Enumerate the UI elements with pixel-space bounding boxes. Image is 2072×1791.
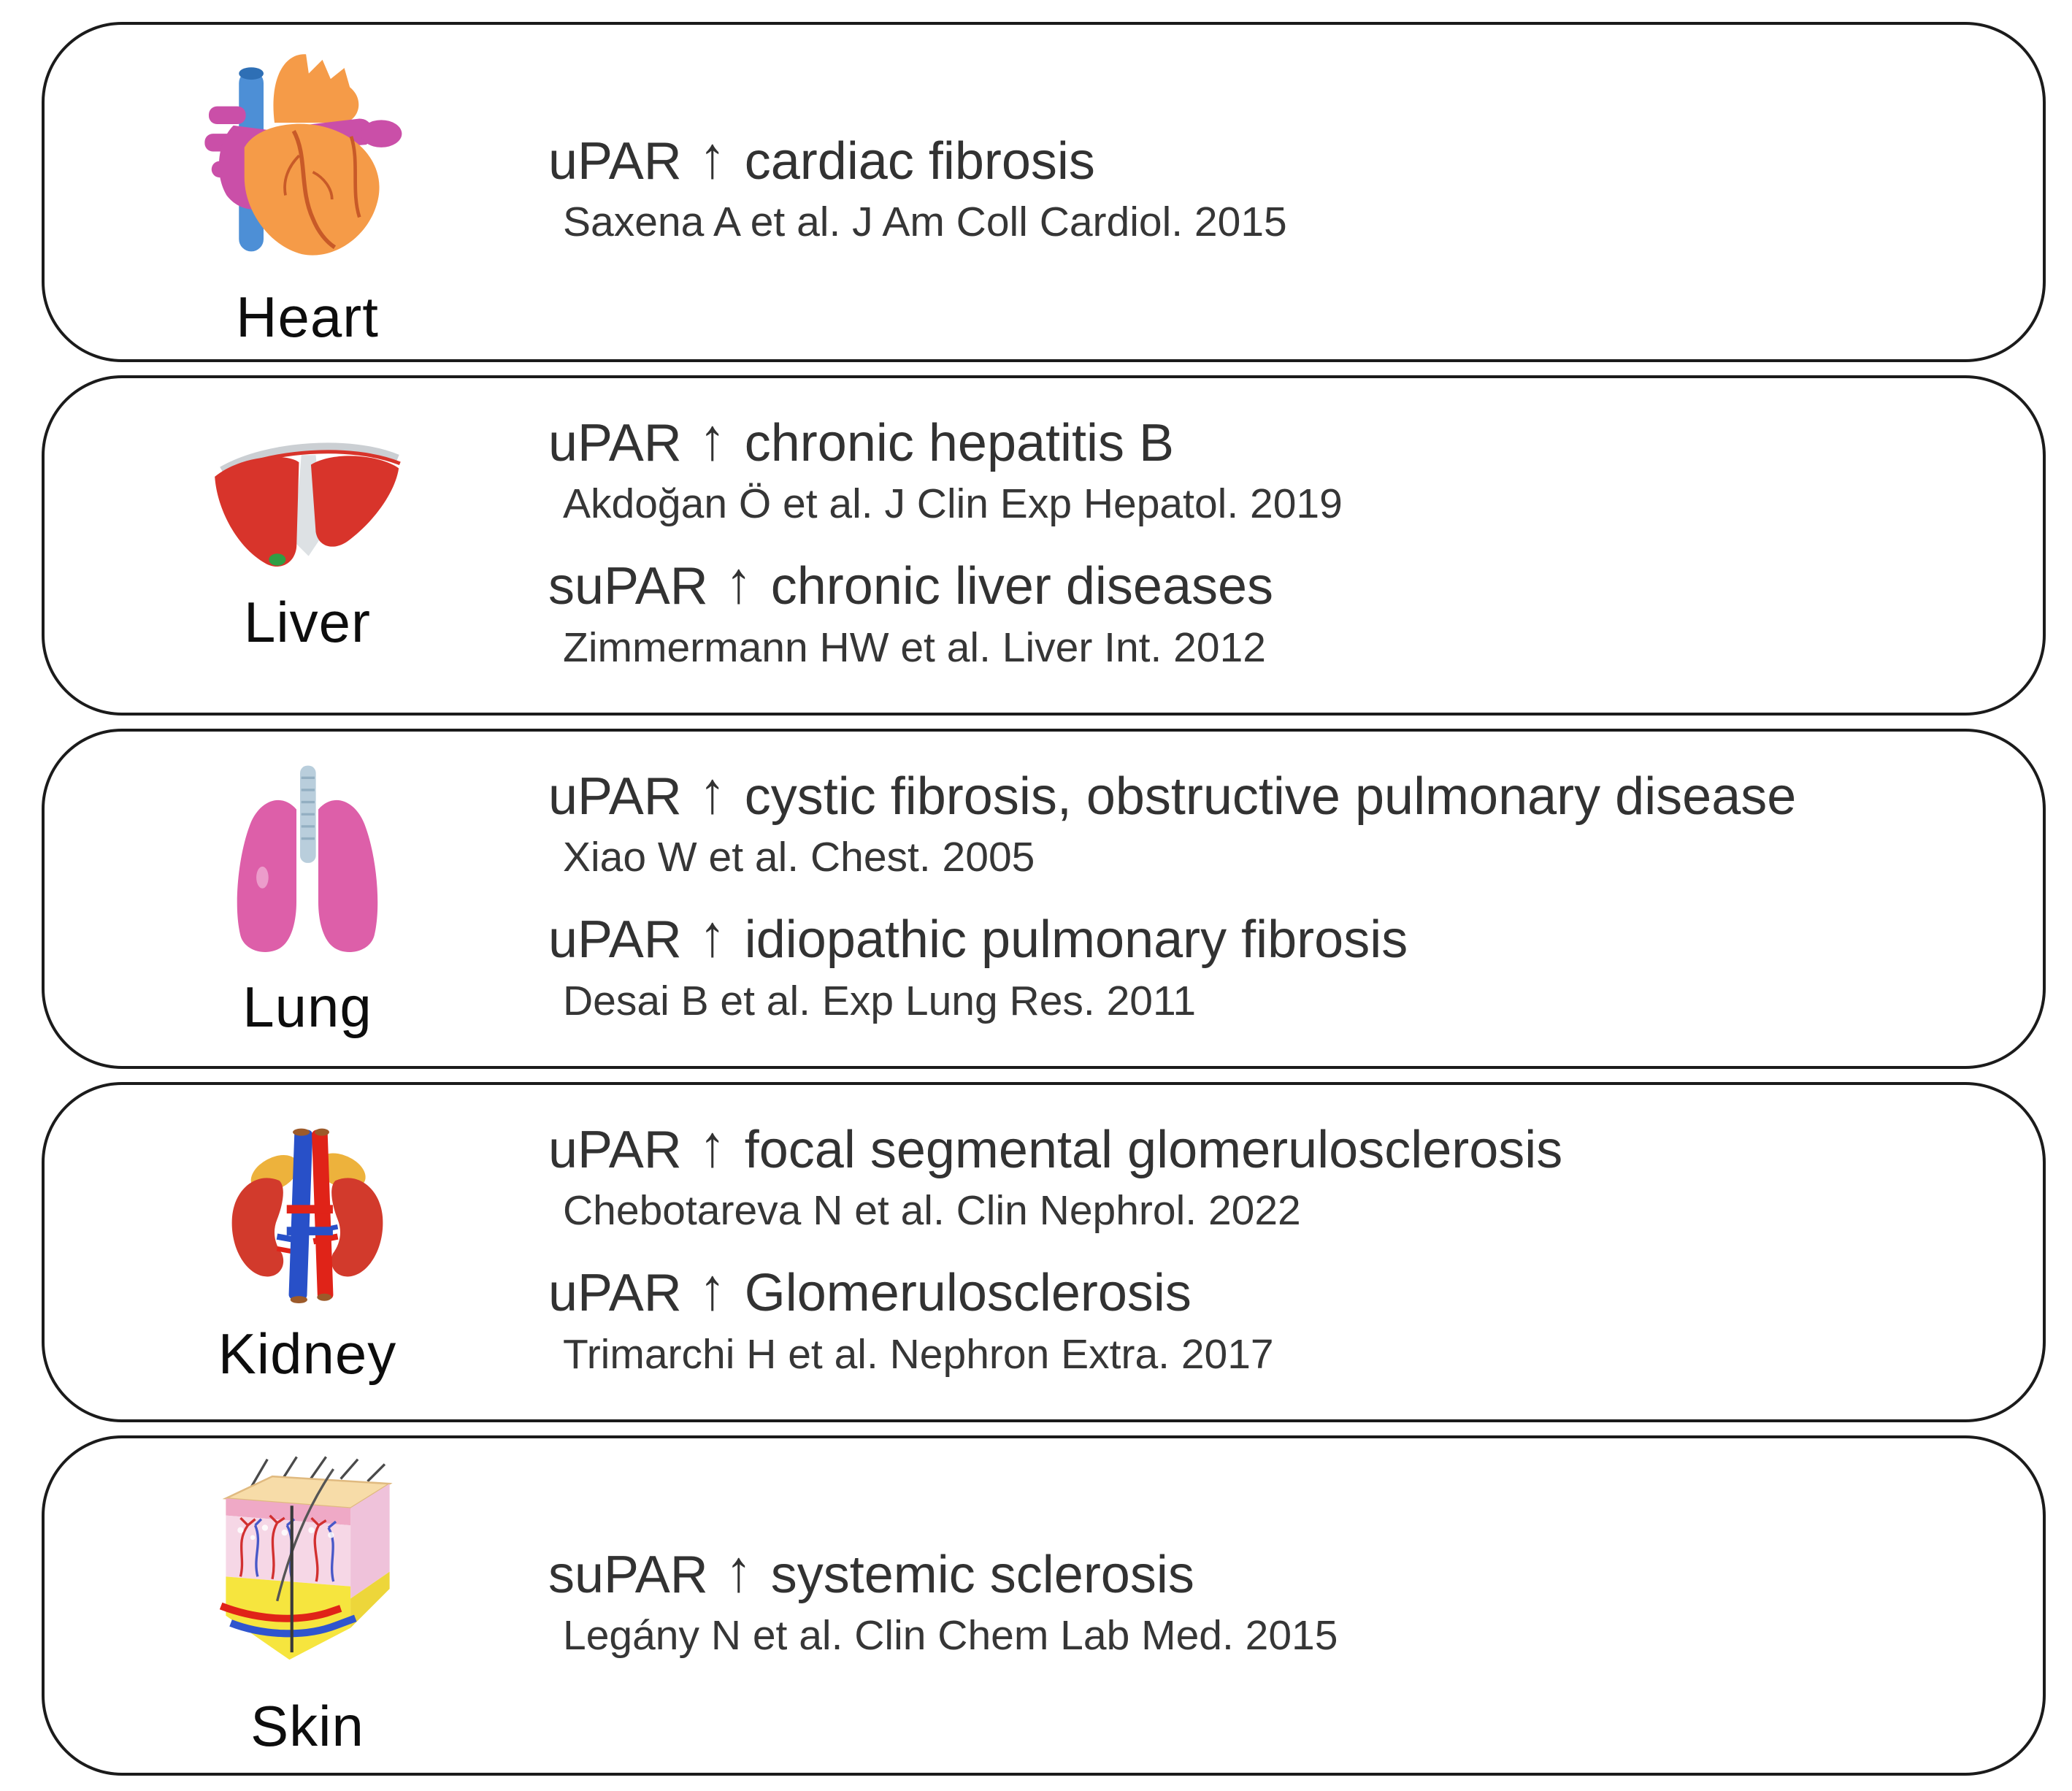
- organ-label-kidney: Kidney: [218, 1322, 397, 1387]
- finding: suPAR ↑ systemic sclerosis Legány N et al.…: [548, 1538, 2021, 1666]
- organ-card-liver: Liver uPAR ↑ chronic hepatitis B Akdoğan Ö…: [42, 375, 2046, 716]
- finding-citation: Saxena A et al. J Am Coll Cardiol. 2015: [563, 199, 1287, 246]
- finding: uPAR↑focal segmental glomerulosclerosis …: [548, 1113, 2021, 1241]
- kidney-text-column: uPAR↑focal segmental glomerulosclerosis …: [548, 1085, 2043, 1419]
- condition-label: cardiac fibrosis: [744, 131, 1095, 191]
- marker-label: suPAR: [548, 1545, 708, 1604]
- organ-label-lung: Lung: [242, 974, 372, 1039]
- finding-title: uPAR ↑ chronic hepatitis B: [548, 407, 2021, 475]
- finding-title: suPAR ↑ chronic liver diseases: [548, 550, 2021, 618]
- condition-label: idiopathic pulmonary fibrosis: [744, 910, 1408, 969]
- marker-label: uPAR: [548, 131, 682, 191]
- up-arrow-icon: ↑: [699, 759, 726, 826]
- organ-card-heart: Heart uPAR ↑ cardiac fibrosis Saxena A et …: [42, 22, 2046, 362]
- condition-label: focal segmental glomerulosclerosis: [744, 1120, 1563, 1179]
- finding-citation: Akdoğan Ö et al. J Clin Exp Hepatol. 201…: [563, 480, 1343, 528]
- heart-icon-wrap: [198, 37, 417, 277]
- finding-citation: Legány N et al. Clin Chem Lab Med. 2015: [563, 1612, 1338, 1660]
- kidney-organ-column: Kidney: [66, 1085, 548, 1419]
- heart-icon: [204, 54, 402, 256]
- liver-organ-column: Liver: [66, 378, 548, 713]
- finding-title: uPAR ↑ cystic fibrosis, obstructive pulmon…: [548, 760, 2021, 828]
- kidney-icon: [231, 1128, 383, 1304]
- marker-label: suPAR: [548, 557, 708, 615]
- lung-icon: [237, 765, 378, 952]
- condition-label: cystic fibrosis, obstructive pulmonary d…: [744, 767, 1797, 826]
- up-arrow-icon: ↑: [699, 1113, 726, 1179]
- lung-organ-column: Lung: [66, 732, 548, 1066]
- condition-label: chronic liver diseases: [770, 557, 1274, 615]
- condition-label: Glomerulosclerosis: [744, 1264, 1192, 1322]
- skin-organ-column: Skin: [66, 1438, 548, 1773]
- condition-label: chronic hepatitis B: [744, 413, 1175, 472]
- liver-text-column: uPAR ↑ chronic hepatitis B Akdoğan Ö et al…: [548, 378, 2043, 713]
- finding-title: suPAR ↑ systemic sclerosis: [548, 1538, 2021, 1606]
- kidney-icon-wrap: [216, 1120, 399, 1314]
- finding-citation: Zimmermann HW et al. Liver Int. 2012: [563, 624, 1266, 671]
- finding-citation: Trimarchi H et al. Nephron Extra. 2017: [563, 1330, 1274, 1378]
- heart-text-column: uPAR ↑ cardiac fibrosis Saxena A et al. J …: [548, 25, 2043, 359]
- organ-label-heart: Heart: [236, 285, 379, 350]
- finding-title: uPAR ↑ cardiac fibrosis: [548, 125, 2021, 193]
- organ-card-lung: Lung uPAR ↑ cystic fibrosis, obstructive p…: [42, 729, 2046, 1069]
- liver-icon-wrap: [205, 438, 410, 583]
- lung-text-column: uPAR ↑ cystic fibrosis, obstructive pulmon…: [548, 732, 2043, 1066]
- liver-icon: [215, 442, 401, 567]
- marker-label: uPAR: [548, 910, 682, 969]
- finding: uPAR ↑ idiopathic pulmonary fibrosis Desai…: [548, 903, 2021, 1031]
- finding-citation: Chebotareva N et al. Clin Nephrol. 2022: [563, 1187, 1301, 1235]
- up-arrow-icon: ↑: [699, 125, 726, 191]
- condition-label: systemic sclerosis: [770, 1545, 1194, 1604]
- skin-text-column: suPAR ↑ systemic sclerosis Legány N et al.…: [548, 1438, 2043, 1773]
- finding-citation: Xiao W et al. Chest. 2005: [563, 834, 1035, 881]
- finding-title: uPAR ↑ idiopathic pulmonary fibrosis: [548, 903, 2021, 971]
- marker-label: uPAR: [548, 767, 682, 826]
- finding: uPAR ↑ cardiac fibrosis Saxena A et al. J …: [548, 125, 2021, 253]
- marker-label: uPAR: [548, 1120, 682, 1179]
- marker-label: uPAR: [548, 1264, 682, 1322]
- finding-title: uPAR ↑ focal segmental glomerulosclerosis: [548, 1113, 2021, 1181]
- organ-card-kidney: Kidney uPAR ↑ focal segmental glomeruloscl…: [42, 1082, 2046, 1422]
- organ-card-skin: Skin suPAR ↑ systemic sclerosis Legány N e…: [42, 1435, 2046, 1776]
- finding-citation: Desai B et al. Exp Lung Res. 2011: [563, 977, 1197, 1024]
- organ-label-skin: Skin: [250, 1694, 364, 1759]
- finding: uPAR ↑ chronic hepatitis B Akdoğan Ö et al…: [548, 407, 2021, 534]
- skin-icon-wrap: [204, 1454, 412, 1687]
- heart-organ-column: Heart: [66, 25, 548, 359]
- marker-label: uPAR: [548, 413, 682, 472]
- up-arrow-icon: ↑: [725, 1538, 752, 1604]
- finding: suPAR ↑ chronic liver diseases Zimmermann …: [548, 550, 2021, 678]
- finding: uPAR ↑ cystic fibrosis, obstructive pulmon…: [548, 760, 2021, 888]
- organ-label-liver: Liver: [243, 590, 372, 655]
- up-arrow-icon: ↑: [699, 406, 726, 472]
- lung-icon-wrap: [216, 761, 399, 967]
- up-arrow-icon: ↑: [699, 1257, 726, 1322]
- up-arrow-icon: ↑: [725, 550, 752, 615]
- finding-title: uPAR ↑ Glomerulosclerosis: [548, 1257, 2021, 1324]
- skin-icon: [219, 1456, 393, 1660]
- finding: uPAR ↑ Glomerulosclerosis Trimarchi H et a…: [548, 1257, 2021, 1384]
- up-arrow-icon: ↑: [699, 903, 726, 969]
